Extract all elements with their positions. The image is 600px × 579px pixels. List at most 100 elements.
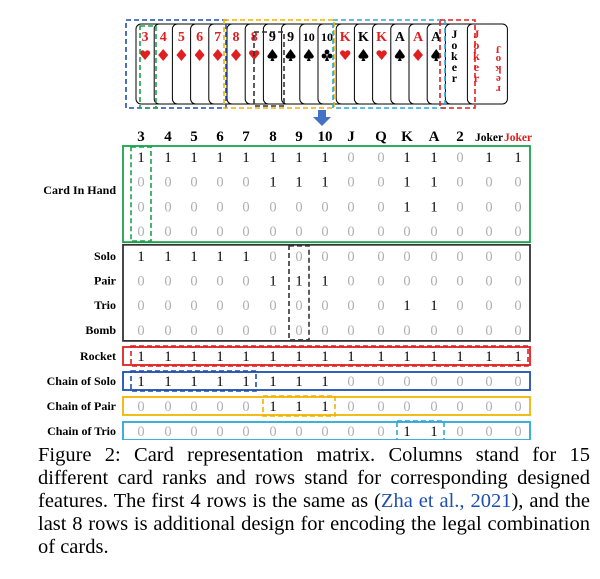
matrix-cell: 1 bbox=[403, 150, 410, 166]
matrix-cell: 0 bbox=[190, 274, 197, 290]
matrix-cell: 0 bbox=[242, 274, 249, 290]
matrix-cell: 0 bbox=[216, 224, 223, 240]
caption-text-2: ), and the last 8 rows is additional des… bbox=[38, 490, 590, 558]
matrix-cell: 0 bbox=[377, 298, 384, 314]
column-header: J bbox=[347, 129, 355, 145]
card-rank: 3 bbox=[142, 30, 149, 45]
joker-letter: J bbox=[451, 27, 457, 41]
column-header: 2 bbox=[456, 129, 464, 145]
diamond-icon bbox=[212, 49, 223, 61]
spade-stem bbox=[397, 56, 402, 61]
matrix-cell: 0 bbox=[164, 199, 171, 215]
matrix-cell: 0 bbox=[377, 274, 384, 290]
matrix-cell: 0 bbox=[377, 175, 384, 191]
matrix-cell: 0 bbox=[514, 199, 521, 215]
group-box bbox=[122, 371, 531, 391]
matrix-cell: 0 bbox=[269, 199, 276, 215]
joker-letter: o bbox=[451, 38, 457, 52]
matrix-cell: 0 bbox=[137, 175, 144, 191]
matrix-cell: 1 bbox=[137, 249, 144, 265]
matrix-cell: 0 bbox=[164, 424, 171, 440]
row-label: Chain of Trio bbox=[47, 424, 116, 438]
matrix-cell: 0 bbox=[190, 224, 197, 240]
matrix-cell: 0 bbox=[456, 249, 463, 265]
joker-letter: J bbox=[473, 27, 479, 41]
spade-stem bbox=[306, 56, 311, 61]
card-rank: 8 bbox=[233, 30, 240, 45]
matrix-cell: 0 bbox=[485, 175, 492, 191]
matrix-cell: 0 bbox=[430, 323, 437, 339]
column-header: 8 bbox=[269, 129, 277, 145]
card-rank: 7 bbox=[214, 30, 221, 45]
matrix-cell: 1 bbox=[269, 175, 276, 191]
matrix-cell: 1 bbox=[430, 199, 437, 215]
caption-citation-link[interactable]: Zha et al., 2021 bbox=[380, 490, 512, 512]
hand-dashed-box bbox=[253, 31, 285, 107]
matrix-cell: 0 bbox=[321, 199, 328, 215]
matrix-cell: 1 bbox=[514, 150, 521, 166]
row-label: Chain of Pair bbox=[47, 399, 117, 413]
matrix-cell: 0 bbox=[485, 374, 492, 390]
matrix-cell: 0 bbox=[190, 323, 197, 339]
matrix-cell: 0 bbox=[242, 175, 249, 191]
matrix-cell: 0 bbox=[321, 249, 328, 265]
matrix-cell: 1 bbox=[216, 349, 223, 365]
matrix-cell: 1 bbox=[430, 349, 437, 365]
card-rank: 10 bbox=[303, 30, 315, 44]
dashed-highlight bbox=[130, 146, 152, 242]
column-header: Q bbox=[375, 129, 387, 145]
joker-letter: e bbox=[474, 60, 480, 74]
column-header: A bbox=[429, 129, 440, 145]
matrix-cell: 0 bbox=[137, 424, 144, 440]
matrix-cell: 0 bbox=[485, 323, 492, 339]
column-header: 4 bbox=[164, 129, 172, 145]
joker-letter-rotated: J bbox=[495, 43, 501, 55]
matrix-cell: 0 bbox=[377, 249, 384, 265]
joker-letter-rotated: o bbox=[495, 53, 501, 65]
matrix-cell: 0 bbox=[190, 399, 197, 415]
matrix-cell: 1 bbox=[164, 349, 171, 365]
spade-icon bbox=[267, 49, 278, 59]
matrix-cell: 0 bbox=[430, 399, 437, 415]
heart-icon bbox=[139, 50, 151, 60]
matrix-cell: 1 bbox=[456, 349, 463, 365]
matrix-cell: 0 bbox=[456, 323, 463, 339]
club-leaf bbox=[327, 53, 333, 59]
row-label: Card In Hand bbox=[43, 183, 116, 197]
matrix-cell: 0 bbox=[216, 298, 223, 314]
matrix-cell: 0 bbox=[430, 249, 437, 265]
matrix-cell: 0 bbox=[216, 424, 223, 440]
matrix-cell: 0 bbox=[377, 199, 384, 215]
matrix-cell: 0 bbox=[242, 298, 249, 314]
matrix-cell: 0 bbox=[430, 274, 437, 290]
matrix-cell: 1 bbox=[164, 249, 171, 265]
matrix-cell: 0 bbox=[514, 175, 521, 191]
group-box bbox=[122, 145, 531, 243]
matrix-highlights bbox=[130, 146, 529, 440]
matrix-cell: 0 bbox=[403, 274, 410, 290]
spade-icon bbox=[285, 49, 296, 59]
card-rank: K bbox=[358, 30, 369, 45]
matrix-cell: 0 bbox=[137, 298, 144, 314]
matrix-cell: 1 bbox=[164, 150, 171, 166]
club-stem bbox=[325, 55, 329, 61]
matrix-cell: 1 bbox=[190, 150, 197, 166]
matrix-cell: 0 bbox=[456, 274, 463, 290]
spade-icon bbox=[358, 49, 369, 59]
matrix-cell: 0 bbox=[514, 224, 521, 240]
matrix-cell: 0 bbox=[164, 224, 171, 240]
matrix-cell: 0 bbox=[242, 224, 249, 240]
matrix-cell: 1 bbox=[514, 349, 521, 365]
matrix-cell: 0 bbox=[456, 399, 463, 415]
matrix-cell: 0 bbox=[269, 224, 276, 240]
dashed-highlight bbox=[396, 420, 445, 440]
matrix-cell: 0 bbox=[485, 224, 492, 240]
matrix-cell: 0 bbox=[485, 298, 492, 314]
